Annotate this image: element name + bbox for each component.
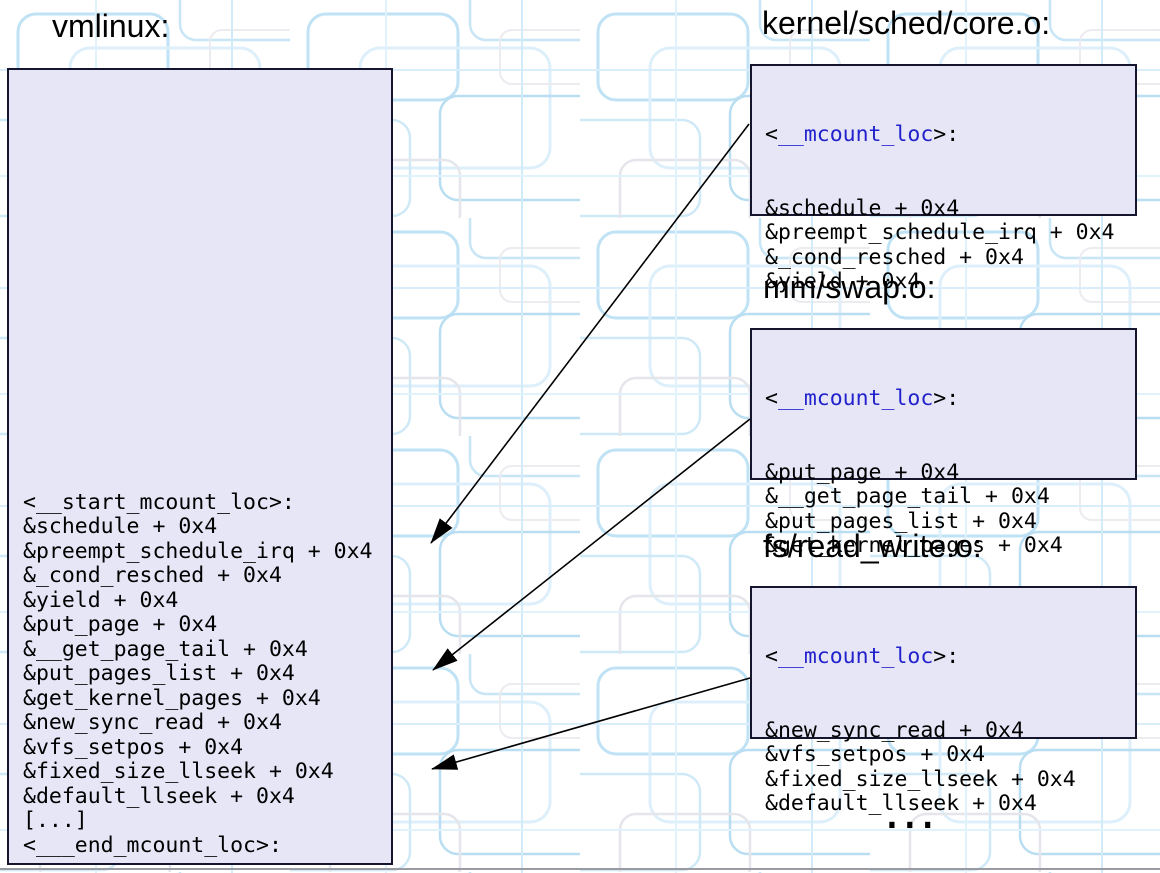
objfile-title-core: kernel/sched/core.o: — [762, 5, 1051, 41]
section-header: <__mcount_loc>: — [765, 122, 1115, 148]
code-line: <__start_mcount_loc>: — [23, 489, 295, 515]
code-line: &schedule + 0x4 — [23, 514, 218, 539]
code-line: &schedule + 0x4 — [765, 195, 960, 221]
code-line: &get_kernel_pages + 0x4 — [23, 685, 321, 711]
vmlinux-box: <__start_mcount_loc>:&schedule + 0x4&pre… — [7, 68, 393, 865]
code-line: &_cond_resched + 0x4 — [765, 244, 1024, 270]
code-line: &__get_page_tail + 0x4 — [23, 636, 308, 662]
code-line: &put_page + 0x4 — [765, 459, 960, 485]
code-line: &fixed_size_llseek + 0x4 — [23, 759, 334, 784]
entry-lines: &new_sync_read + 0x4&vfs_setpos + 0x4&fi… — [765, 717, 1076, 817]
code-line: &new_sync_read + 0x4 — [765, 717, 1024, 743]
code-line: &preempt_schedule_irq + 0x4 — [765, 220, 1115, 245]
section-open-bracket: < — [765, 386, 778, 411]
section-header: <__mcount_loc>: — [765, 644, 1076, 670]
code-line: &__get_page_tail + 0x4 — [765, 484, 1050, 509]
section-header: <__mcount_loc>: — [765, 386, 1063, 412]
code-line: &put_page + 0x4 — [23, 612, 218, 637]
objfile-box-core: <__mcount_loc>: &schedule + 0x4&preempt_… — [750, 64, 1137, 294]
objfile-title-swap: mm/swap.o: — [763, 269, 936, 305]
section-close-bracket: >: — [933, 122, 960, 147]
code-line: &put_pages_list + 0x4 — [765, 508, 1037, 534]
core-mcount-listing: <__mcount_loc>: &schedule + 0x4&preempt_… — [765, 74, 1115, 344]
code-line: &fixed_size_llseek + 0x4 — [765, 766, 1076, 792]
mcount-loc-symbol: __mcount_loc — [777, 386, 934, 411]
vmlinux-title: vmlinux: — [52, 8, 170, 44]
code-line: &vfs_setpos + 0x4 — [23, 734, 244, 760]
section-open-bracket: < — [765, 644, 778, 669]
mcount-loc-symbol: __mcount_loc — [777, 644, 934, 669]
objfile-box-swap: <__mcount_loc>: &put_page + 0x4&__get_pa… — [750, 328, 1137, 558]
objfile-box-read-write: <__mcount_loc>: &new_sync_read + 0x4&vfs… — [750, 586, 1137, 816]
entry-lines: &put_page + 0x4&__get_page_tail + 0x4&pu… — [765, 459, 1063, 559]
entry-lines: &schedule + 0x4&preempt_schedule_irq + 0… — [765, 195, 1115, 295]
section-open-bracket: < — [765, 122, 778, 147]
code-line: &default_llseek + 0x4 — [765, 791, 1037, 816]
vmlinux-mcount-listing: <__start_mcount_loc>:&schedule + 0x4&pre… — [23, 489, 373, 859]
swap-mcount-listing: <__mcount_loc>: &put_page + 0x4&__get_pa… — [765, 338, 1063, 608]
more-files-ellipsis: ... — [884, 782, 938, 840]
code-line: &default_llseek + 0x4 — [23, 783, 295, 809]
mcount-loc-symbol: __mcount_loc — [777, 122, 934, 147]
code-line: &_cond_resched + 0x4 — [23, 563, 282, 588]
code-line: &new_sync_read + 0x4 — [23, 710, 282, 735]
code-line: &vfs_setpos + 0x4 — [765, 742, 986, 767]
code-line: &preempt_schedule_irq + 0x4 — [23, 538, 373, 564]
code-line: [...] — [23, 808, 88, 833]
code-line: &yield + 0x4 — [23, 587, 179, 613]
section-close-bracket: >: — [933, 386, 960, 411]
code-line: &put_pages_list + 0x4 — [23, 661, 295, 686]
objfile-title-read-write: fs/read_write.o: — [763, 528, 982, 564]
section-close-bracket: >: — [933, 644, 960, 669]
code-line: &get_kernel_pages + 0x4 — [765, 533, 1063, 558]
code-line: <___end_mcount_loc>: — [23, 832, 282, 858]
read-write-mcount-listing: <__mcount_loc>: &new_sync_read + 0x4&vfs… — [765, 596, 1076, 866]
code-line: &yield + 0x4 — [765, 269, 921, 294]
slide-edge-line — [0, 868, 1160, 870]
